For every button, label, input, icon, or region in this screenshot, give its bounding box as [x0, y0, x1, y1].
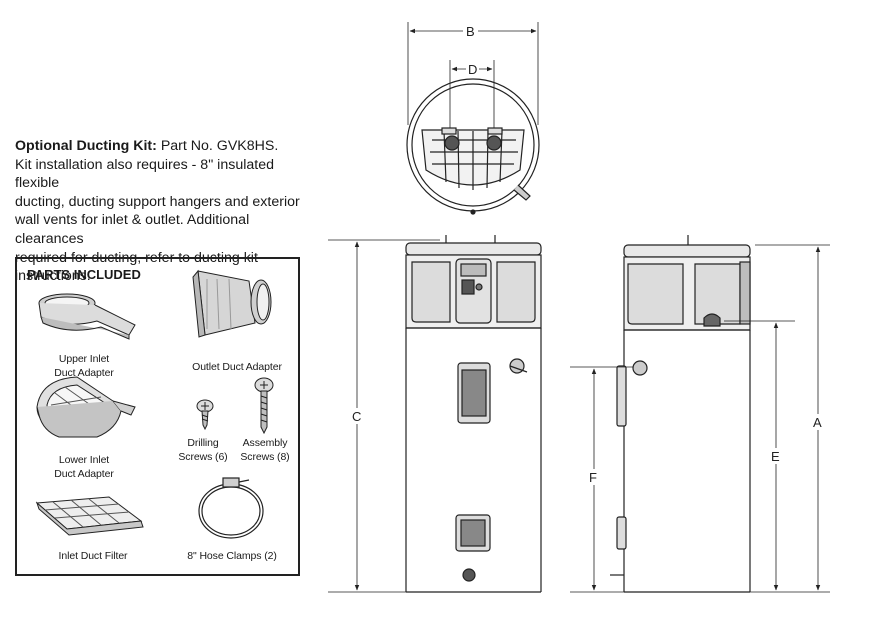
- assembly-screw-drawing: [254, 377, 274, 435]
- outlet-caption: Outlet Duct Adapter: [192, 361, 282, 373]
- front-top-cap: [405, 242, 542, 256]
- ducting-kit-line-2: ducting, ducting support hangers and ext…: [15, 193, 300, 210]
- ducting-kit-line-1: Kit installation also requires - 8" insu…: [15, 156, 274, 192]
- inlet-duct-filter-drawing: [35, 496, 144, 536]
- assembly-caption-line-1: Assembly: [242, 437, 288, 449]
- parts-illustrations: [35, 269, 274, 539]
- lower-inlet-caption-line-2: Duct Adapter: [54, 467, 114, 480]
- ducting-kit-line-3: wall vents for inlet & outlet. Additiona…: [15, 212, 250, 247]
- dim-label-e: E: [771, 449, 780, 464]
- upper-inlet-caption-line-2: Duct Adapter: [54, 366, 114, 379]
- parts-included-title: PARTS INCLUDED: [27, 267, 141, 282]
- side-lower-pipe: [616, 516, 627, 550]
- clamps-caption: 8" Hose Clamps (2): [187, 550, 277, 562]
- upper-inlet-caption-line-1: Upper Inlet: [58, 353, 110, 365]
- drilling-caption-line-2: Screws (6): [178, 450, 228, 463]
- top-view: [406, 22, 540, 215]
- upper-inlet-caption: Upper Inlet Duct Adapter: [39, 353, 129, 380]
- drilling-screw-drawing: [196, 399, 214, 431]
- ducting-kit-title: Optional Ducting Kit:: [15, 138, 157, 154]
- assembly-caption-line-2: Screws (8): [240, 450, 290, 463]
- dim-label-c: C: [352, 409, 361, 424]
- outlet-duct-adapter-drawing: [192, 269, 272, 338]
- ducting-kit-line-5: instructions.: [15, 268, 91, 285]
- dim-label-a: A: [813, 415, 822, 430]
- lower-inlet-caption-line-1: Lower Inlet: [58, 454, 110, 466]
- side-top-cap: [623, 244, 751, 258]
- side-view: [570, 235, 830, 593]
- front-relief-valve: [509, 358, 525, 374]
- dim-label-b: B: [466, 24, 475, 39]
- hose-clamp-drawing: [198, 477, 264, 539]
- parts-included-box: PARTS INCLUDED: [15, 257, 300, 576]
- dim-label-d: D: [468, 62, 477, 77]
- ducting-kit-part-no: Part No. GVK8HS.: [160, 138, 279, 154]
- lower-inlet-duct-adapter-drawing: [36, 376, 136, 438]
- lower-inlet-caption: Lower Inlet Duct Adapter: [39, 454, 129, 481]
- assembly-caption: Assembly Screws (8): [235, 437, 295, 464]
- front-drain-valve: [462, 568, 476, 582]
- drilling-caption: Drilling Screws (6): [169, 437, 237, 464]
- side-upper-pipe: [616, 365, 627, 427]
- ducting-kit-first-line: Optional Ducting Kit: Part No. GVK8HS.: [15, 137, 315, 156]
- ducting-kit-note: Optional Ducting Kit: Part No. GVK8HS. K…: [15, 137, 315, 286]
- dim-label-f: F: [589, 470, 597, 485]
- filter-caption: Inlet Duct Filter: [58, 550, 128, 562]
- side-relief-valve: [632, 360, 648, 376]
- drilling-caption-line-1: Drilling: [187, 437, 219, 449]
- upper-inlet-duct-adapter-drawing: [38, 293, 136, 340]
- front-view: [328, 235, 542, 593]
